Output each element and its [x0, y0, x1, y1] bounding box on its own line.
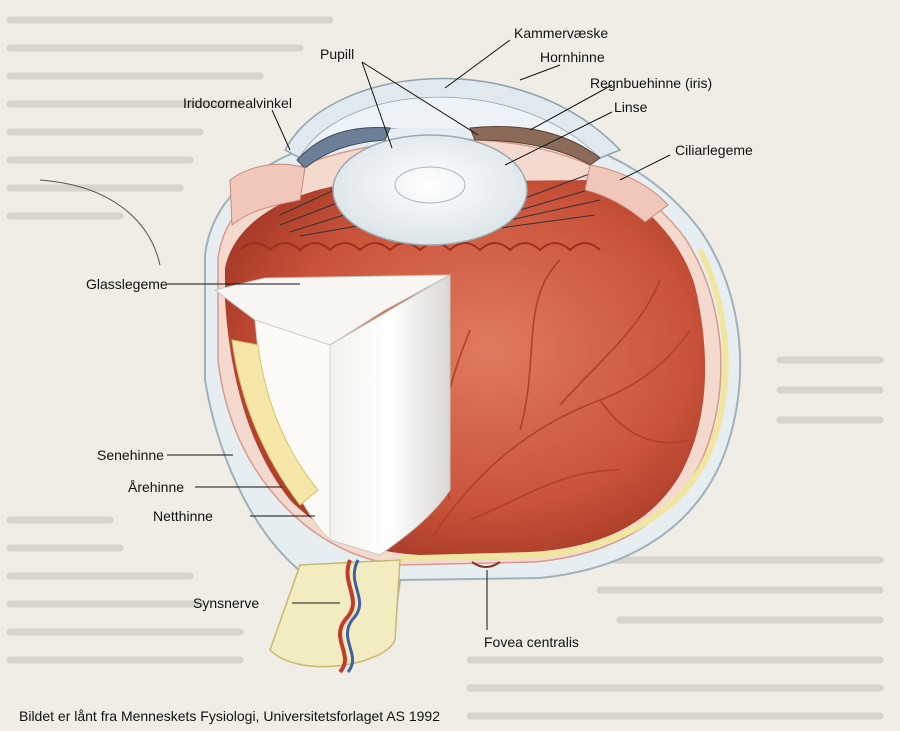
retina-line [399, 248, 729, 561]
label-linse: Linse [614, 99, 648, 115]
eyelid-outline [39, 179, 161, 266]
label-hornhinne: Hornhinne [540, 49, 605, 65]
label-netthinne: Netthinne [153, 508, 213, 524]
label-senehinne: Senehinne [97, 447, 164, 463]
ciliary-body-left [229, 163, 306, 227]
optic-nerve [269, 559, 401, 668]
background-page-text [6, 16, 884, 720]
central-artery [338, 559, 356, 674]
label-glasslegeme: Glasslegeme [86, 276, 168, 292]
label-kammervaeske: Kammervæske [514, 25, 608, 41]
central-vein [345, 559, 362, 673]
fovea-pit [471, 561, 501, 568]
leader-lines [167, 39, 671, 630]
ora-serrata [239, 242, 601, 252]
anterior-chamber [300, 97, 600, 158]
iris-right [469, 126, 601, 166]
lens-nucleus [394, 166, 466, 204]
lens [332, 134, 528, 246]
label-regnbuehinne: Regnbuehinne (iris) [590, 75, 712, 91]
ciliary-body-right [584, 164, 669, 223]
figure-caption: Bildet er lånt fra Menneskets Fysiologi,… [19, 708, 440, 724]
label-ciliarlegeme: Ciliarlegeme [675, 142, 753, 158]
vitreous-front [329, 274, 451, 556]
cut-wall-layers [231, 339, 319, 506]
label-fovea-centralis: Fovea centralis [484, 634, 579, 650]
label-pupill: Pupill [320, 46, 354, 62]
label-iridocornealvinkel: Iridocornealvinkel [183, 95, 292, 111]
label-arehinne: Årehinne [128, 479, 184, 495]
label-synsnerve: Synsnerve [193, 595, 259, 611]
